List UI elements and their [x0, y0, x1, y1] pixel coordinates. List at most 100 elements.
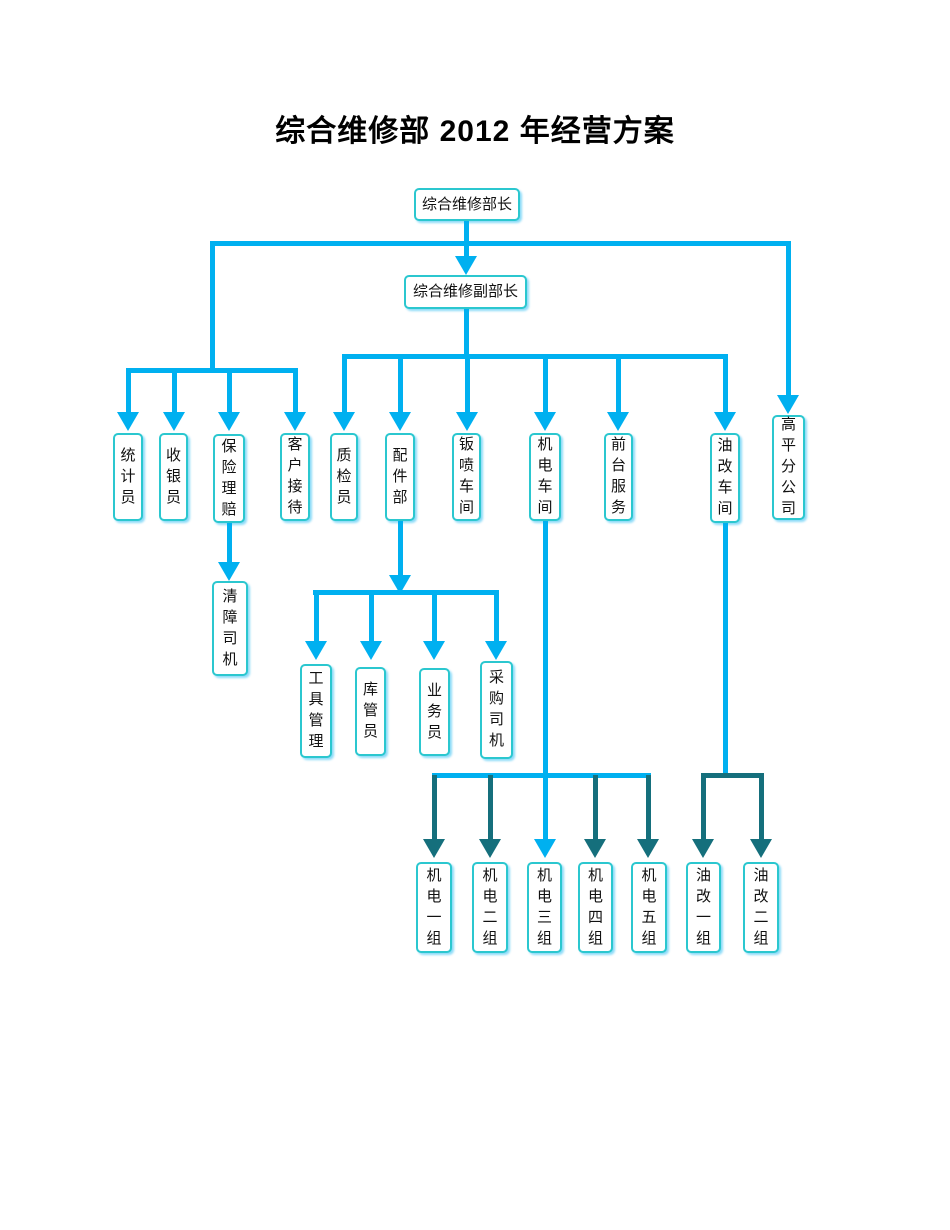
- org-node-purchasing-driver: 采购司机: [480, 661, 513, 759]
- arrow-to-inspector-icon: [333, 412, 355, 431]
- arrow-to-deputy-icon: [455, 256, 477, 275]
- connector-mechgroup5-shaft: [646, 775, 651, 843]
- org-node-director: 综合维修部长: [414, 188, 520, 221]
- connector-mech-bus: [432, 773, 651, 778]
- arrow-to-statistician-icon: [117, 412, 139, 431]
- connector-mechgroup4-shaft: [593, 775, 598, 843]
- node-label: 收银员: [165, 447, 181, 506]
- node-label: 机电一组: [426, 867, 442, 947]
- connector-left-drop: [210, 243, 215, 372]
- arrow-to-mechgroup2-icon: [479, 839, 501, 858]
- arrow-to-mechgroup3-icon: [534, 839, 556, 858]
- connector-cashier-shaft: [172, 368, 177, 416]
- org-node-quality-inspector: 质检员: [330, 433, 358, 521]
- node-label: 机电三组: [536, 867, 552, 947]
- node-label: 油改二组: [753, 867, 769, 947]
- node-label: 油改车间: [717, 438, 733, 517]
- connector-parts-drop: [398, 520, 403, 578]
- connector-oil-bus: [701, 773, 764, 778]
- org-node-warehouse-keeper: 库管员: [355, 667, 386, 756]
- org-node-bodypaint-workshop: 钣喷车间: [452, 433, 481, 521]
- org-node-tool-management: 工具管理: [300, 664, 332, 758]
- org-node-oil-group-1: 油改一组: [686, 862, 721, 953]
- arrow-to-bodypaint-icon: [456, 412, 478, 431]
- org-node-mech-group-1: 机电一组: [416, 862, 452, 953]
- node-label: 客户接待: [287, 437, 303, 516]
- node-label: 清障司机: [222, 588, 238, 668]
- connector-towdriver-shaft: [227, 522, 232, 566]
- node-label: 机电五组: [641, 867, 657, 947]
- connector-oilgroup2-shaft: [759, 773, 764, 843]
- connector-sales-shaft: [432, 590, 437, 647]
- connector-oilconv-shaft: [723, 354, 728, 416]
- connector-director-stub: [464, 220, 469, 244]
- node-label: 工具管理: [308, 671, 324, 750]
- org-node-deputy-director: 综合维修副部长: [404, 275, 527, 309]
- arrow-to-towdriver-icon: [218, 562, 240, 581]
- connector-mech-shaft: [543, 354, 548, 416]
- arrow-to-mechgroup5-icon: [637, 839, 659, 858]
- connector-mechgroup1-shaft: [432, 775, 437, 843]
- page-title: 综合维修部 2012 年经营方案: [275, 115, 675, 148]
- org-node-frontdesk-service: 前台服务: [604, 433, 633, 521]
- org-node-mech-group-5: 机电五组: [631, 862, 667, 953]
- node-label: 采购司机: [488, 670, 504, 749]
- org-node-cashier: 收银员: [159, 433, 188, 521]
- node-label: 高平分公司: [780, 417, 796, 517]
- connector-bodypaint-shaft: [465, 354, 470, 416]
- node-label: 机电车间: [537, 437, 553, 516]
- node-label: 业务员: [426, 682, 442, 741]
- org-node-mech-group-3: 机电三组: [527, 862, 562, 953]
- connector-deputy-drop: [464, 308, 469, 358]
- node-label: 保险理赔: [221, 438, 237, 518]
- arrow-to-mechgroup1-icon: [423, 839, 445, 858]
- connector-gaoping-shaft: [786, 243, 791, 398]
- org-node-salesperson: 业务员: [419, 668, 450, 756]
- org-node-tow-driver: 清障司机: [212, 581, 248, 676]
- connector-reception-shaft: [293, 368, 298, 416]
- connector-left-bus: [126, 368, 298, 373]
- node-label: 综合维修副部长: [412, 284, 518, 300]
- org-node-statistician: 统计员: [113, 433, 143, 521]
- node-label: 机电二组: [482, 867, 498, 947]
- connector-inspector-shaft: [342, 354, 347, 416]
- arrow-to-parts-icon: [389, 412, 411, 431]
- node-label: 库管员: [362, 682, 378, 740]
- org-node-gaoping-branch: 高平分公司: [772, 415, 805, 520]
- connector-insurance-shaft: [227, 368, 232, 416]
- node-label: 统计员: [120, 447, 136, 506]
- arrow-to-oilconv-icon: [714, 412, 736, 431]
- arrow-to-tools-icon: [305, 641, 327, 660]
- arrow-to-warehouse-icon: [360, 641, 382, 660]
- arrow-to-purchdriver-icon: [485, 641, 507, 660]
- node-label: 钣喷车间: [458, 437, 474, 516]
- connector-frontdesk-shaft: [616, 354, 621, 416]
- org-node-mech-group-2: 机电二组: [472, 862, 508, 953]
- node-label: 机电四组: [587, 867, 603, 947]
- connector-mid-bus: [342, 354, 728, 359]
- node-label: 综合维修部长: [421, 196, 512, 213]
- connector-mechgroup2-shaft: [488, 775, 493, 843]
- connector-deputy-shaft: [464, 243, 469, 259]
- org-node-customer-reception: 客户接待: [280, 433, 310, 521]
- connector-oilconv-drop: [723, 522, 728, 778]
- connector-mech-long-drop: [543, 520, 548, 841]
- org-node-mech-group-4: 机电四组: [578, 862, 613, 953]
- arrow-to-oilgroup2-icon: [750, 839, 772, 858]
- arrow-to-oilgroup1-icon: [692, 839, 714, 858]
- org-node-mechatronics-workshop: 机电车间: [529, 433, 561, 521]
- connector-statistician-shaft: [126, 368, 131, 416]
- arrow-to-mech-icon: [534, 412, 556, 431]
- connector-tools-shaft: [314, 590, 319, 647]
- arrow-to-insurance-icon: [218, 412, 240, 431]
- node-label: 配件部: [392, 447, 408, 506]
- arrow-to-gaoping-icon: [777, 395, 799, 414]
- connector-purchdriver-shaft: [494, 590, 499, 647]
- connector-top-bus: [210, 241, 791, 246]
- node-label: 油改一组: [695, 867, 711, 947]
- org-node-insurance-claims: 保险理赔: [213, 434, 245, 523]
- node-label: 前台服务: [610, 437, 626, 516]
- connector-oilgroup1-shaft: [701, 773, 706, 843]
- connector-parts-shaft: [398, 354, 403, 416]
